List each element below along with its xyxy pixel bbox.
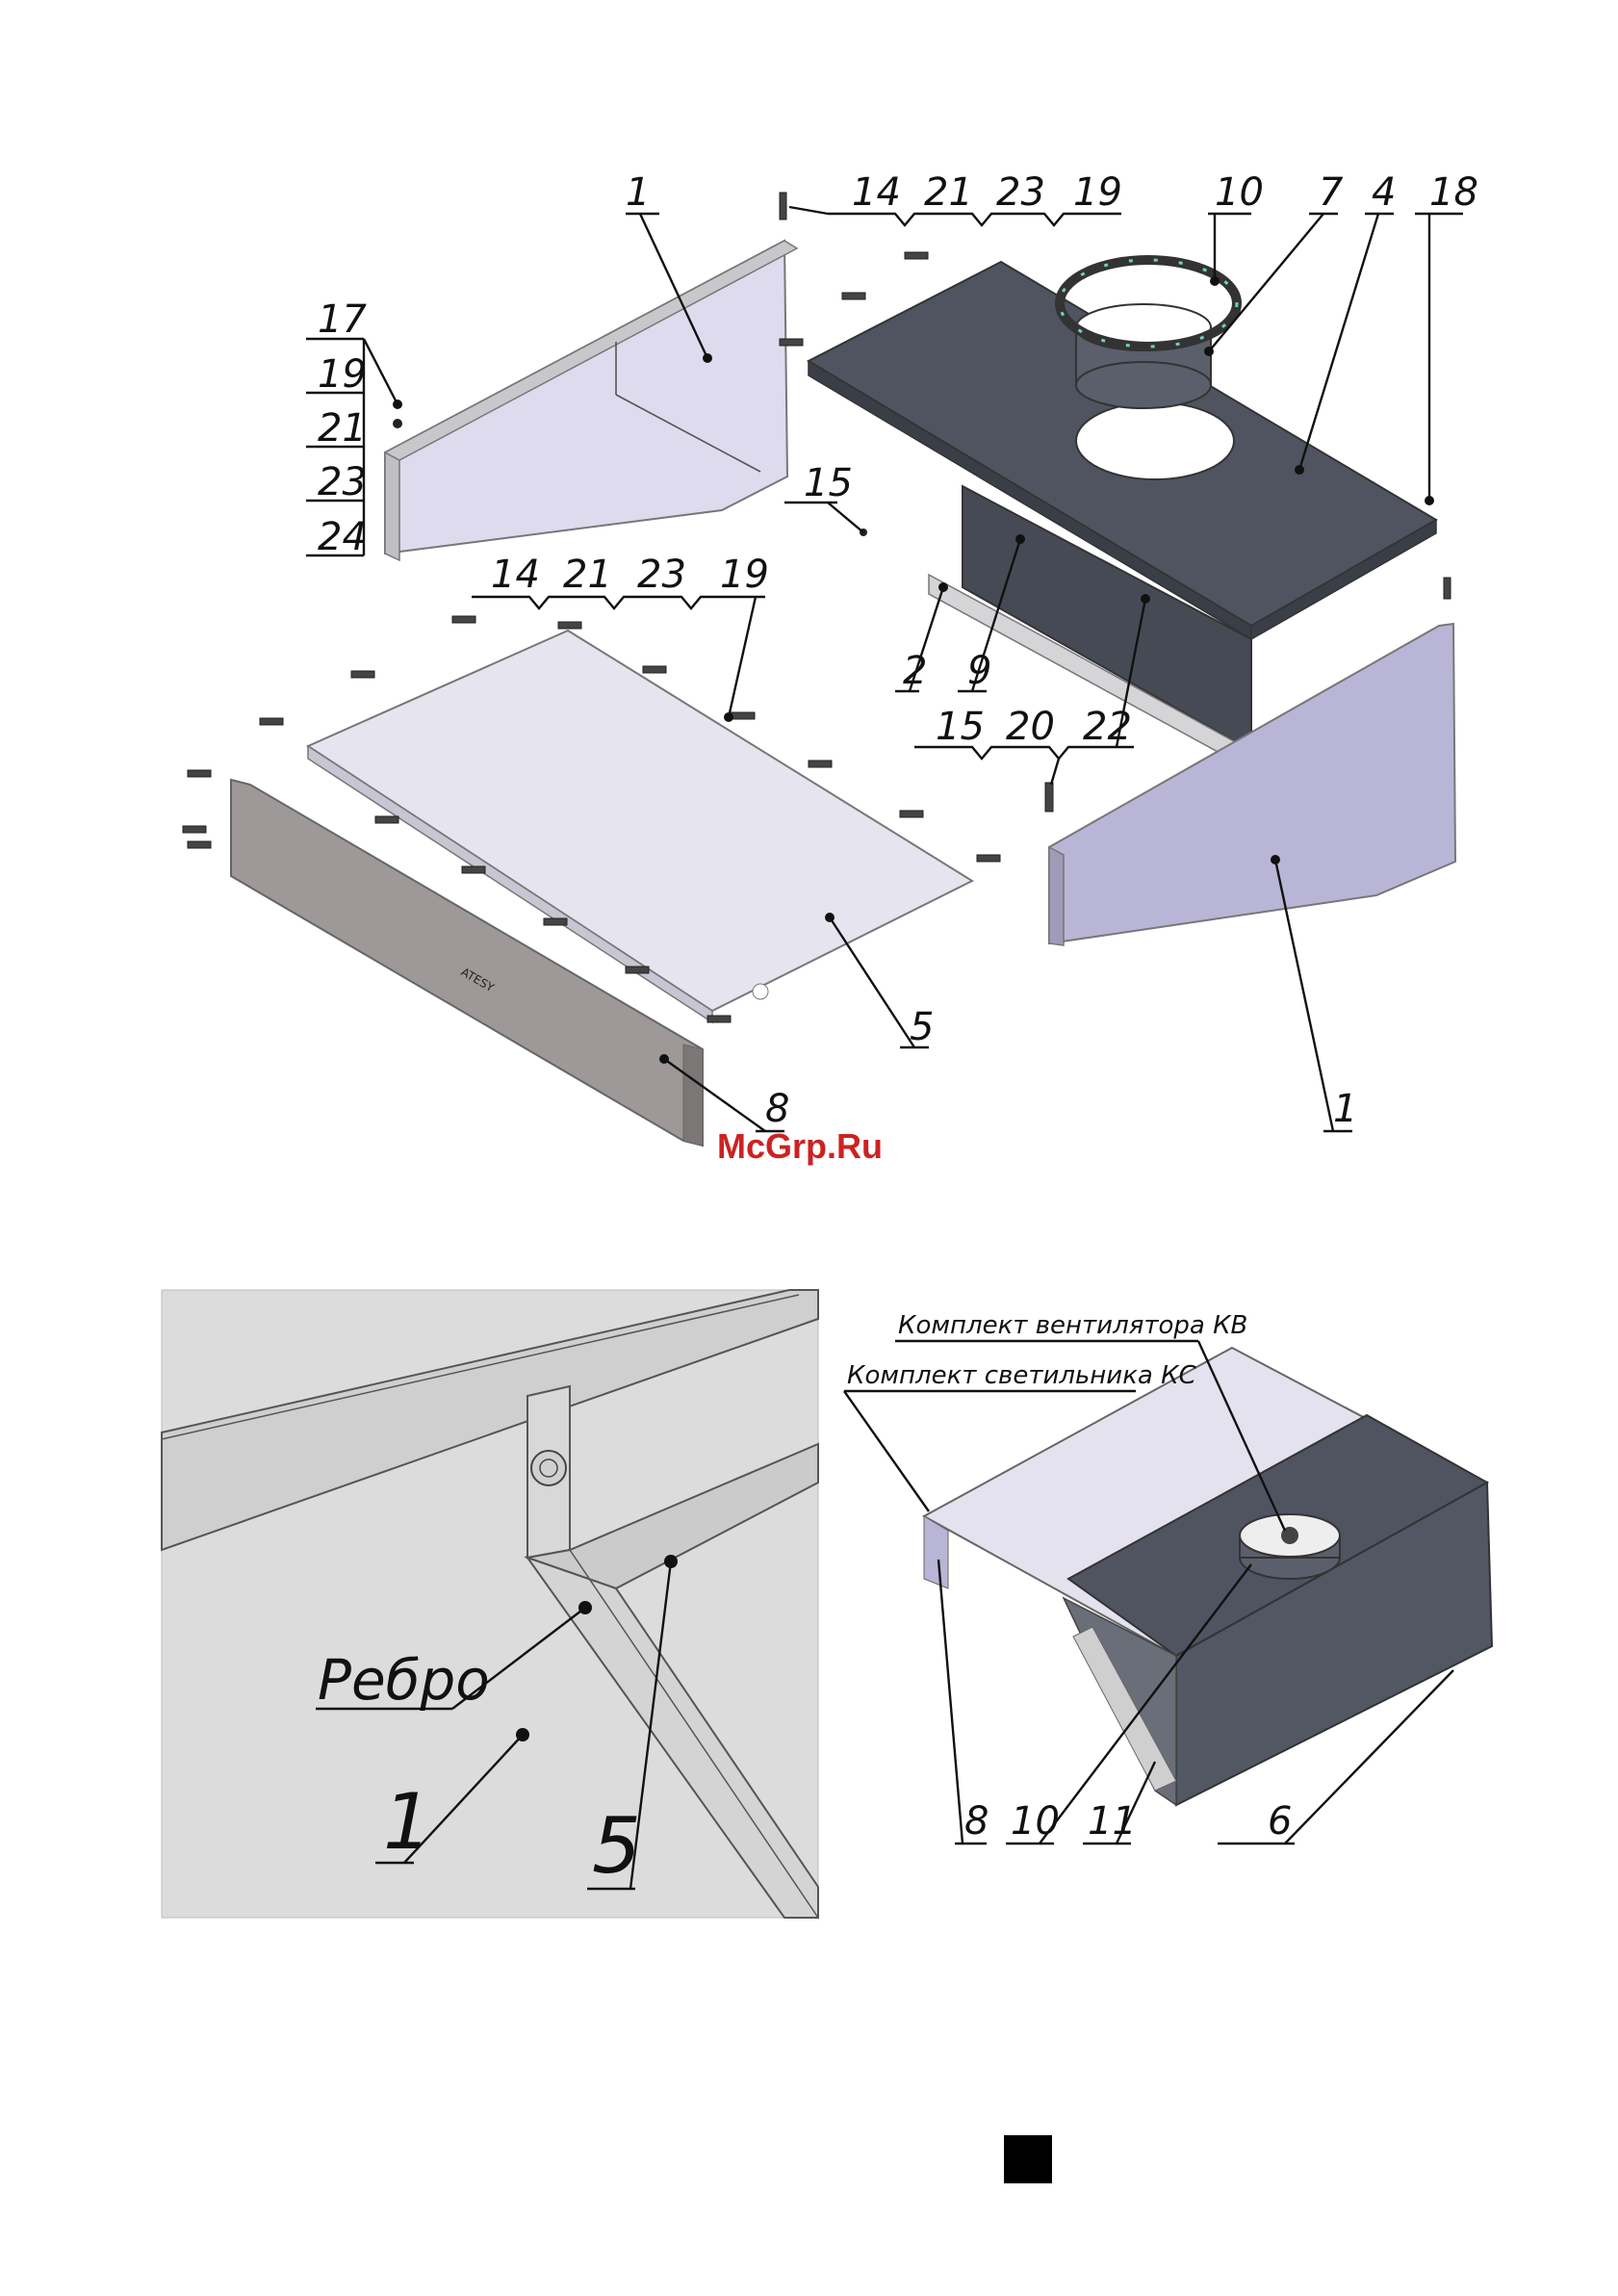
detail-callout-1: 1 bbox=[383, 1777, 432, 1867]
light-kit-label: Комплект светильника КС bbox=[847, 1361, 1197, 1390]
assembled-callout-6: 6 bbox=[1268, 1799, 1292, 1844]
callout-bot-20: 20 bbox=[1006, 705, 1055, 749]
callout-5: 5 bbox=[910, 1005, 934, 1049]
callout-mid-21: 21 bbox=[563, 553, 612, 597]
callout-10: 10 bbox=[1215, 170, 1264, 215]
callout-top-21: 21 bbox=[924, 170, 973, 215]
duct-collar bbox=[1076, 304, 1211, 408]
callout-stack-24: 24 bbox=[318, 515, 367, 559]
callout-4: 4 bbox=[1372, 170, 1396, 215]
fan-unit bbox=[1240, 1514, 1340, 1579]
exploded-view: ATESY bbox=[183, 170, 1478, 1166]
callout-7: 7 bbox=[1319, 170, 1344, 215]
callout-17: 17 bbox=[318, 297, 367, 342]
callout-top-14: 14 bbox=[852, 170, 901, 215]
assembled-callout-8: 8 bbox=[964, 1799, 989, 1844]
top-panel-opening bbox=[1076, 402, 1234, 479]
fan-kit-label: Комплект вентилятора КВ bbox=[898, 1311, 1247, 1340]
callout-mid-14: 14 bbox=[491, 553, 540, 597]
assembled-view: Комплект вентилятора КВ Комплект светиль… bbox=[844, 1311, 1492, 1844]
detail-callout-5: 5 bbox=[592, 1801, 641, 1891]
callout-bot-15: 15 bbox=[936, 705, 985, 749]
callout-stack-23: 23 bbox=[318, 460, 367, 504]
callout-8-exploded: 8 bbox=[765, 1087, 789, 1131]
callout-stack-21: 21 bbox=[318, 406, 367, 451]
callout-top-19: 19 bbox=[1073, 170, 1122, 215]
callout-stack-19: 19 bbox=[318, 352, 367, 397]
exploded-view-bg bbox=[193, 173, 1473, 1165]
watermark: McGrp.Ru bbox=[717, 1126, 883, 1166]
rib-label: Ребро bbox=[318, 1647, 490, 1713]
callout-top-23: 23 bbox=[996, 170, 1045, 215]
callout-1-left: 1 bbox=[626, 170, 650, 215]
callout-mid-23: 23 bbox=[637, 553, 686, 597]
page-marker bbox=[1004, 2135, 1052, 2183]
callout-mid-19: 19 bbox=[720, 553, 769, 597]
assembled-callout-10: 10 bbox=[1011, 1799, 1060, 1844]
callout-15-top: 15 bbox=[804, 461, 853, 505]
assembled-callout-11: 11 bbox=[1088, 1799, 1137, 1844]
callout-1-right: 1 bbox=[1333, 1087, 1357, 1131]
callout-18: 18 bbox=[1429, 170, 1478, 215]
detail-view: Ребро 1 5 bbox=[162, 1290, 818, 1918]
